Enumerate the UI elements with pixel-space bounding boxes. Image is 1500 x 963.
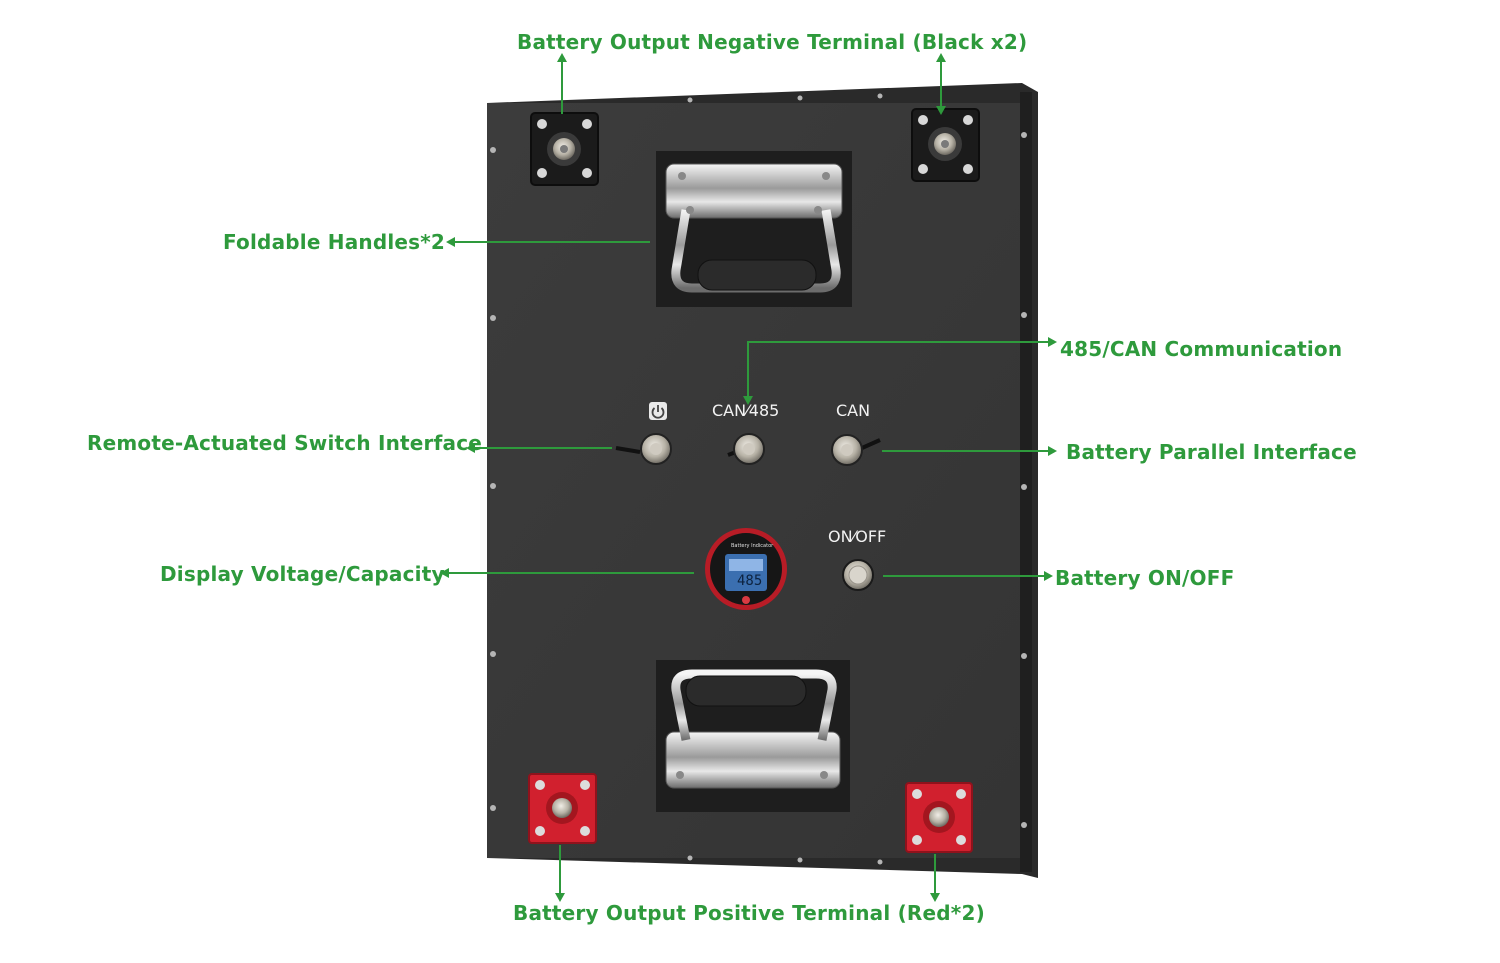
display-readout: 485	[737, 573, 763, 589]
bottom-handle	[656, 660, 850, 812]
callout-handles: Foldable Handles*2	[223, 230, 446, 254]
remote-switch-port	[615, 433, 672, 465]
can-485-port	[727, 433, 765, 465]
callout-remote-switch: Remote-Actuated Switch Interface	[87, 431, 483, 455]
can-port	[831, 434, 881, 466]
callout-on-off: Battery ON/OFF	[1055, 566, 1235, 590]
on-off-button	[842, 559, 874, 591]
positive-terminal-right	[905, 782, 973, 853]
leader-lines	[440, 53, 1057, 902]
battery-indicator-display	[705, 528, 787, 610]
edge-screws	[490, 93, 1027, 865]
top-handle	[656, 151, 852, 307]
negative-terminal-left	[530, 112, 599, 186]
power-symbol-icon	[649, 402, 667, 420]
display-title: Battery Indicator	[731, 543, 774, 549]
battery-case	[487, 83, 1038, 878]
callout-negative-terminal: Battery Output Negative Terminal (Black …	[517, 30, 1028, 54]
callout-positive-terminal: Battery Output Positive Terminal (Red*2)	[513, 901, 985, 925]
can-label: CAN	[836, 401, 871, 420]
can-485-label: CAN⁄485	[712, 401, 780, 420]
positive-terminal-left	[528, 773, 597, 844]
callout-communication: 485/CAN Communication	[1060, 337, 1343, 361]
on-off-label: ON⁄OFF	[828, 527, 887, 546]
callout-parallel: Battery Parallel Interface	[1066, 440, 1357, 464]
callout-display: Display Voltage/Capacity	[160, 562, 445, 586]
negative-terminal-right	[911, 108, 980, 182]
